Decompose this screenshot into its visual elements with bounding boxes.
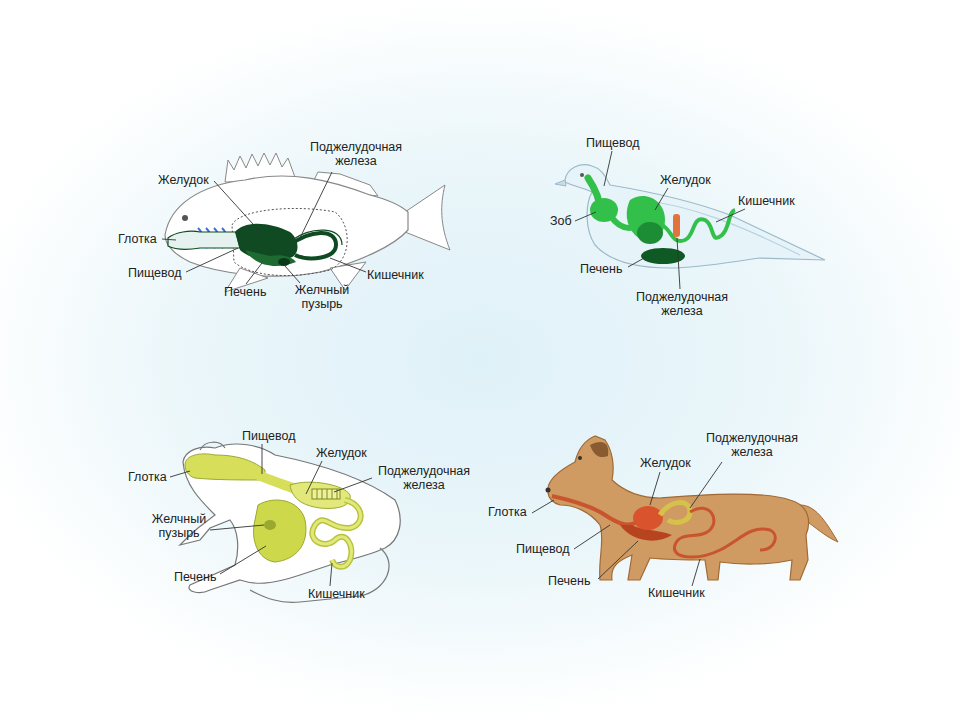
organ-label: Пищевод bbox=[586, 136, 640, 150]
organ-label: Кишечник bbox=[367, 268, 424, 282]
organ-label: Желудок bbox=[158, 173, 209, 187]
organ-label: Желчный пузырь bbox=[146, 512, 212, 540]
organ-label: Глотка bbox=[128, 470, 167, 484]
dog-figure bbox=[546, 436, 839, 580]
organ-label: Кишечник bbox=[648, 586, 705, 600]
organ-label: Пищевод bbox=[516, 542, 570, 556]
organ-label: Зоб bbox=[550, 214, 572, 228]
organ-label: Поджелудочная железа bbox=[700, 431, 804, 459]
organ-label: Поджелудочная железа bbox=[372, 464, 476, 492]
organ-label: Пищевод bbox=[242, 429, 296, 443]
organ-label: Желудок bbox=[316, 446, 367, 460]
organ-label: Глотка bbox=[488, 505, 527, 519]
organ-label: Печень bbox=[174, 570, 216, 584]
organ-label: Кишечник bbox=[738, 194, 795, 208]
organ-label: Кишечник bbox=[308, 587, 365, 601]
organ-label: Глотка bbox=[118, 232, 157, 246]
leader-lines bbox=[162, 151, 745, 586]
organ-label: Пищевод bbox=[128, 266, 182, 280]
organ-label: Поджелудочная железа bbox=[630, 290, 734, 318]
bird-figure bbox=[555, 165, 825, 268]
organ-label: Печень bbox=[224, 285, 266, 299]
organ-label: Желудок bbox=[640, 456, 691, 470]
organ-label: Печень bbox=[580, 262, 622, 276]
organ-label: Желудок bbox=[660, 173, 711, 187]
organ-label: Печень bbox=[548, 574, 590, 588]
organ-label: Желчный пузырь bbox=[290, 283, 354, 311]
organ-label: Поджелудочная железа bbox=[306, 140, 406, 168]
